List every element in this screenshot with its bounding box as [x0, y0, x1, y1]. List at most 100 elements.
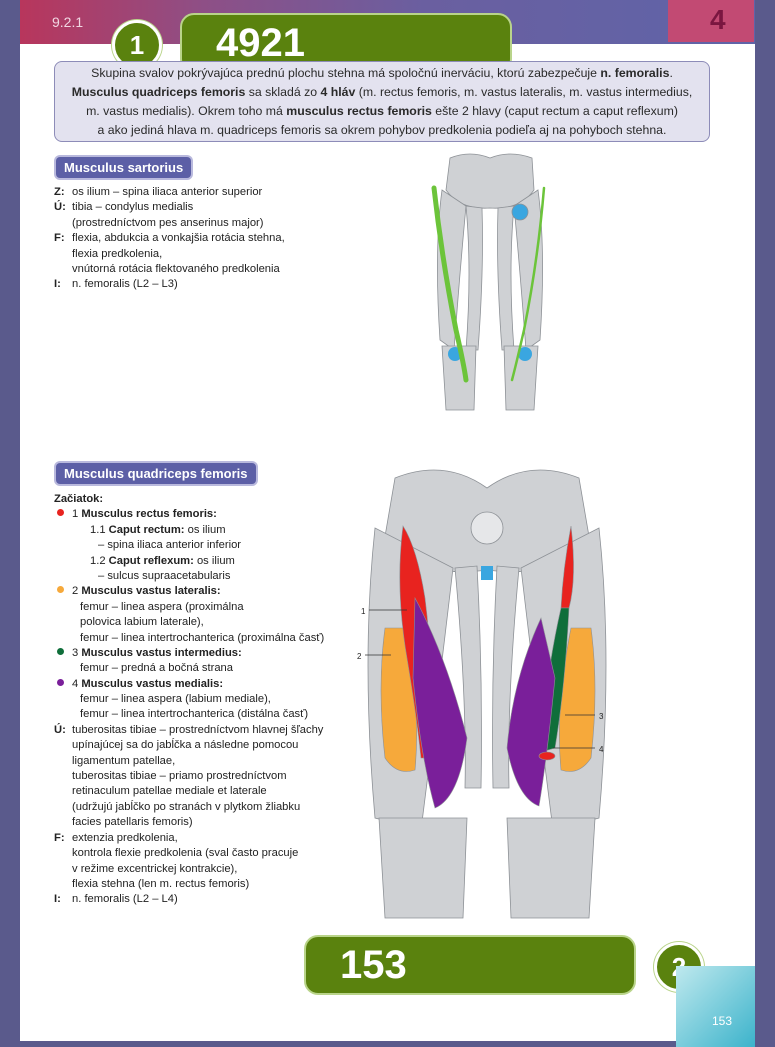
table-row: v režime excentrickej kontrakcie),	[54, 862, 384, 877]
head-2-line: polovica labium laterale),	[80, 616, 204, 629]
page-number: 153	[712, 1014, 733, 1028]
intro-box: Skupina svalov pokrývajúca prednú plochu…	[54, 61, 710, 142]
label-2: 2	[357, 652, 362, 661]
row-key	[54, 262, 72, 277]
red-dot	[57, 509, 64, 517]
row-key	[54, 877, 72, 892]
intro-text: (m. rectus femoris, m. vastus lateralis,…	[355, 85, 693, 99]
intro-text: Skupina svalov pokrývajúca prednú plochu…	[91, 66, 601, 80]
label-1: 1	[361, 607, 366, 616]
row-value: retinaculum patellae mediale et laterale	[72, 785, 267, 798]
row-key	[54, 738, 72, 753]
head-2-line: femur – linea aspera (proximálna	[80, 600, 244, 613]
intro-bold: n. femoralis	[600, 66, 670, 80]
table-row: tuberositas tibiae – priamo prostredníct…	[54, 769, 384, 784]
row-value: kontrola flexie predkolenia (sval často …	[72, 847, 299, 860]
intro-bold: 4 hláv	[320, 85, 356, 99]
row-value: flexia, abdukcia a vonkajšia rotácia ste…	[72, 232, 285, 245]
head-1-1-sub: – spina iliaca anterior inferior	[98, 539, 242, 552]
table-row: F: extenzia predkolenia,	[54, 831, 384, 846]
row-key: F:	[54, 831, 65, 844]
row-value: vnútorná rotácia flektovaného predkoleni…	[72, 263, 280, 276]
table-row: Z: os ilium – spina iliaca anterior super…	[54, 185, 374, 200]
table-row: vnútorná rotácia flektovaného predkoleni…	[54, 262, 374, 277]
table-row: flexia predkolenia,	[54, 247, 374, 262]
head-4-line: femur – linea aspera (labium mediale),	[80, 693, 271, 706]
label-4: 4	[599, 745, 604, 754]
intro-bold: Musculus quadriceps femoris	[71, 85, 246, 99]
section-number: 9.2.1	[52, 14, 84, 30]
table-row: upínajúcej sa do jabĺčka a následne pomo…	[54, 738, 384, 753]
head-1-1: 1.1 Caput rectum: os ilium	[90, 523, 226, 536]
sartorius-figure	[431, 153, 546, 411]
page-frame-right	[755, 0, 775, 1047]
green-dot	[57, 647, 64, 655]
table-row: F: flexia, abdukcia a vonkajšia rotácia s…	[54, 231, 374, 246]
start-label: Začiatok:	[54, 493, 104, 505]
chapter-number: 4	[710, 4, 726, 35]
quadriceps-figure: 1 2 3 4	[357, 469, 607, 919]
head-3: 3 Musculus vastus intermedius:	[54, 646, 384, 661]
row-key	[54, 800, 72, 815]
row-key: F:	[54, 232, 65, 245]
orange-dot	[57, 586, 64, 594]
row-key: I:	[54, 893, 61, 906]
row-key: Ú:	[54, 201, 66, 214]
chapter-tab	[668, 0, 754, 42]
row-value: (prostredníctvom pes anserinus major)	[72, 216, 264, 229]
row-value: extenzia predkolenia,	[72, 831, 178, 844]
row-key	[54, 784, 72, 799]
row-key	[54, 754, 72, 769]
bottom-number-badge: 153	[304, 935, 636, 995]
row-value: facies patellaris femoris)	[72, 816, 193, 829]
quadriceps-rest: Ú:tuberositas tibiae – prostredníctvom h…	[54, 723, 384, 908]
table-row: ligamentum patellae,	[54, 754, 384, 769]
intro-text: a ako jediná hlava m. quadriceps femoris…	[97, 123, 667, 137]
row-value: (udržujú jabĺčko po stranách v plytkom ž…	[72, 800, 301, 813]
table-row: I: n. femoralis (L2 – L3)	[54, 277, 374, 292]
row-value: v režime excentrickej kontrakcie),	[72, 862, 238, 875]
page-frame-left	[0, 0, 20, 1047]
intro-bold: musculus rectus femoris	[286, 104, 432, 118]
quadriceps-title: Musculus quadriceps femoris	[56, 463, 256, 484]
row-key: Ú:	[54, 723, 66, 736]
row-key	[54, 846, 72, 861]
row-value: upínajúcej sa do jabĺčka a následne pomo…	[72, 739, 299, 752]
row-key: Z:	[54, 186, 65, 198]
row-value: tuberositas tibiae – priamo prostredníct…	[72, 770, 287, 783]
top-number: 4921	[216, 21, 305, 65]
row-value: n. femoralis (L2 – L3)	[72, 278, 178, 291]
table-row: Ú:tuberositas tibiae – prostredníctvom h…	[54, 723, 384, 738]
row-value: n. femoralis (L2 – L4)	[72, 893, 178, 906]
table-row: kontrola flexie predkolenia (sval často …	[54, 846, 384, 861]
head-2-line: femur – linea intertrochanterica (proxim…	[80, 631, 325, 644]
sartorius-title: Musculus sartorius	[56, 157, 192, 178]
row-value: os ilium – spina iliaca anterior superio…	[72, 186, 263, 198]
row-value: flexia stehna (len m. rectus femoris)	[72, 877, 250, 890]
intro-text: ešte 2 hlavy (caput rectum a caput refle…	[431, 104, 678, 118]
page-frame-bottom	[0, 1041, 775, 1047]
head-4: 4 Musculus vastus medialis:	[54, 677, 384, 692]
table-row: I: n. femoralis (L2 – L4)	[54, 892, 384, 907]
row-value: ligamentum patellae,	[72, 754, 176, 767]
purple-dot	[57, 678, 64, 686]
head-4-line: femur – linea intertrochanterica (distál…	[80, 708, 309, 721]
row-key	[54, 216, 72, 231]
table-row: (prostredníctvom pes anserinus major)	[54, 216, 374, 231]
table-row: facies patellaris femoris)	[54, 815, 384, 830]
head-1-2: 1.2 Caput reflexum: os ilium	[90, 554, 235, 567]
row-key	[54, 247, 72, 262]
sartorius-table: Z: os ilium – spina iliaca anterior super…	[54, 185, 374, 293]
table-row: Ú:tibia – condylus medialis	[54, 200, 374, 215]
row-key: I:	[54, 278, 61, 291]
corner-decoration	[676, 966, 755, 1047]
row-key	[54, 769, 72, 784]
label-3: 3	[599, 712, 604, 721]
head-3-line: femur – predná a bočná strana	[80, 662, 233, 675]
row-key	[54, 815, 72, 830]
table-row: retinaculum patellae mediale et laterale	[54, 784, 384, 799]
head-1: 1 Musculus rectus femoris:	[54, 507, 384, 522]
table-row: flexia stehna (len m. rectus femoris)	[54, 877, 384, 892]
quadriceps-table: Začiatok: 1 Musculus rectus femoris: 1.1…	[54, 492, 384, 908]
head-1-2-sub: – sulcus supraacetabularis	[98, 569, 231, 582]
